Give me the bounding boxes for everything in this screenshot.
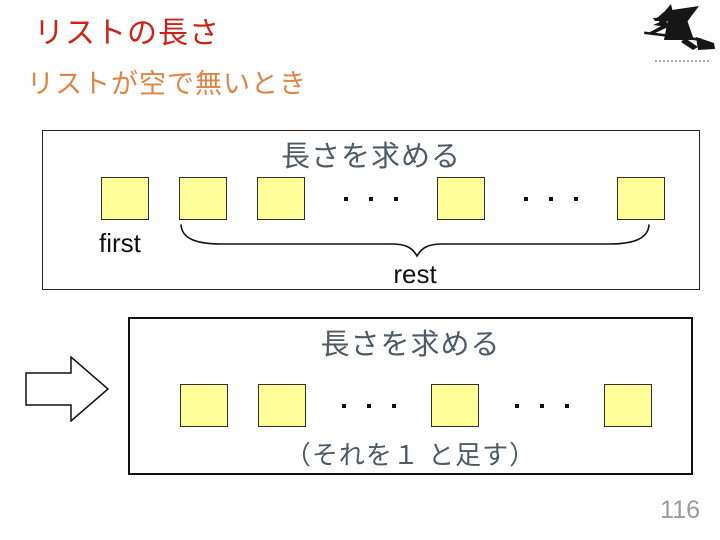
box-list-not-empty: 長さを求める first rest — [42, 130, 700, 290]
box-not-empty-title: 長さを求める — [280, 141, 461, 173]
dot — [564, 403, 569, 408]
box-result-title: 長さを求める — [320, 329, 501, 361]
list-cell — [437, 177, 485, 220]
list-cell — [604, 384, 652, 427]
list-cell — [180, 384, 228, 427]
dot — [514, 403, 519, 408]
dot — [394, 196, 398, 201]
ellipsis-dots — [335, 177, 407, 220]
page-number: 116 — [660, 496, 700, 524]
rest-label: rest — [393, 259, 437, 289]
block-arrow-right-icon — [25, 356, 109, 422]
list-cell — [179, 177, 227, 220]
first-label: first — [99, 228, 141, 258]
list-cell — [431, 384, 479, 427]
dot — [366, 403, 371, 408]
witch-credit-mark — [655, 60, 709, 62]
dot — [549, 196, 553, 201]
list-cell — [257, 177, 305, 220]
slide-subtitle: リストが空で無いとき — [27, 69, 307, 99]
ellipsis-dots — [509, 384, 574, 427]
box-result: 長さを求める （それを１ と足す） — [128, 317, 693, 475]
ellipsis-dots — [515, 177, 587, 220]
witch-on-broom-icon — [644, 4, 715, 50]
dot — [369, 196, 373, 201]
list-cell — [617, 177, 665, 220]
ellipsis-dots — [336, 384, 401, 427]
list-cell — [101, 177, 149, 220]
slide-title: リストの長さ — [34, 17, 220, 50]
dot — [539, 403, 544, 408]
list-cell — [258, 384, 306, 427]
list-cells-row — [101, 177, 665, 220]
list-cells-row — [180, 384, 652, 427]
dot — [391, 403, 396, 408]
rest-brace-icon — [180, 224, 650, 258]
add-one-note: （それを１ と足す） — [284, 440, 537, 470]
dot — [344, 196, 348, 201]
dot — [574, 196, 578, 201]
dot — [524, 196, 528, 201]
dot — [341, 403, 346, 408]
